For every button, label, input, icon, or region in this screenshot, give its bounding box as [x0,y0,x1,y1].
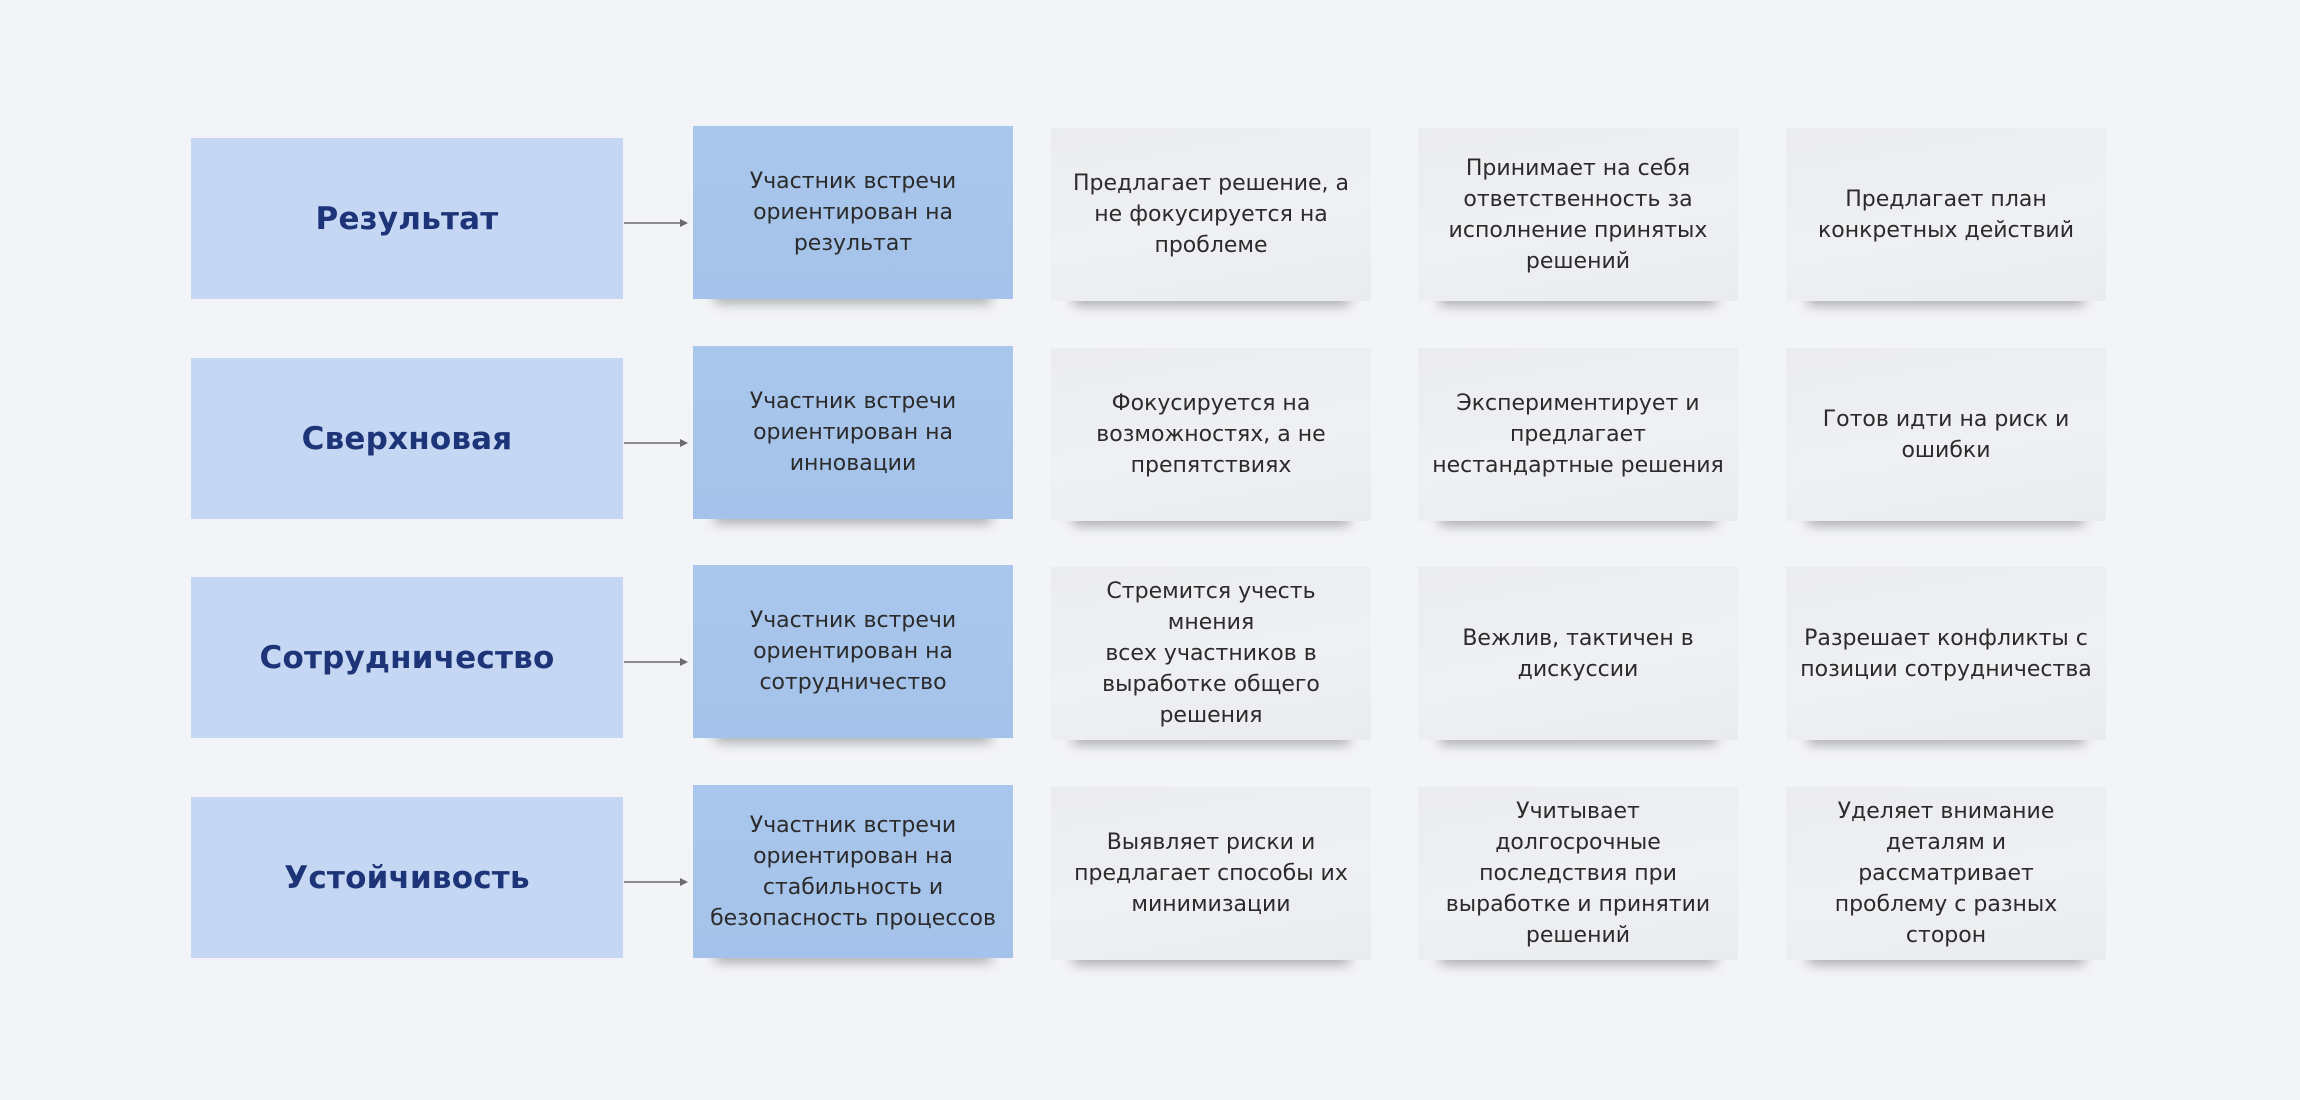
note-text: Участник встречи ориентирован на сотрудн… [749,608,957,695]
behavior-note: Предлагает решение, а не фокусируется на… [1051,128,1371,301]
note-text: Фокусируется на возможностях, а не препя… [1096,391,1326,478]
row-result: Результат Участник встречи ориентирован … [0,122,2300,302]
behavior-note: Фокусируется на возможностях, а не препя… [1051,348,1371,521]
behavior-note: Уделяет внимание деталям и рассматривает… [1786,787,2106,960]
row-collaboration: Сотрудничество Участник встречи ориентир… [0,561,2300,741]
note-text: Разрешает конфликты с позиции сотрудниче… [1800,625,2092,682]
category-card: Сверхновая [191,358,623,519]
note-text: Участник встречи ориентирован на инновац… [749,389,957,476]
behavior-note: Вежлив, тактичен в дискуссии [1418,567,1738,740]
behavior-note: Выявляет риски и предлагает способы их м… [1051,787,1371,960]
category-label: Устойчивость [284,859,530,896]
note-text: Готов идти на риск и ошибки [1822,406,2070,463]
note-text: Уделяет внимание деталям и рассматривает… [1834,799,2058,948]
note-text: Принимает на себя ответственность за исп… [1448,155,1708,274]
note-text: Экспериментирует и предлагает нестандарт… [1432,391,1724,478]
connector-arrow [624,219,688,227]
behavior-note: Стремится учесть мнения всех участников … [1051,567,1371,740]
orientation-note: Участник встречи ориентирован на инновац… [693,346,1013,519]
note-text: Участник встречи ориентирован на результ… [749,169,957,256]
category-card: Устойчивость [191,797,623,958]
orientation-note: Участник встречи ориентирован на сотрудн… [693,565,1013,738]
behavior-note: Экспериментирует и предлагает нестандарт… [1418,348,1738,521]
category-label: Сотрудничество [259,639,555,676]
note-text: Учитывает долгосрочные последствия при в… [1445,799,1711,948]
orientation-note: Участник встречи ориентирован на результ… [693,126,1013,299]
behavior-note: Учитывает долгосрочные последствия при в… [1418,787,1738,960]
note-text: Вежлив, тактичен в дискуссии [1462,625,1694,682]
category-card: Результат [191,138,623,299]
category-label: Результат [315,200,499,237]
note-text: Участник встречи ориентирован на стабиль… [710,812,996,931]
behavior-note: Предлагает план конкретных действий [1786,128,2106,301]
category-label: Сверхновая [301,420,513,457]
row-stability: Устойчивость Участник встречи ориентиров… [0,781,2300,961]
note-text: Выявляет риски и предлагает способы их м… [1074,830,1348,917]
connector-arrow [624,878,688,886]
category-card: Сотрудничество [191,577,623,738]
behavior-note: Принимает на себя ответственность за исп… [1418,128,1738,301]
connector-arrow [624,439,688,447]
connector-arrow [624,658,688,666]
behavior-note: Готов идти на риск и ошибки [1786,348,2106,521]
note-text: Предлагает план конкретных действий [1817,186,2075,243]
note-text: Предлагает решение, а не фокусируется на… [1072,171,1350,258]
note-text: Стремится учесть мнения всех участников … [1102,579,1320,728]
behavior-note: Разрешает конфликты с позиции сотрудниче… [1786,567,2106,740]
row-supernova: Сверхновая Участник встречи ориентирован… [0,342,2300,522]
orientation-note: Участник встречи ориентирован на стабиль… [693,785,1013,958]
